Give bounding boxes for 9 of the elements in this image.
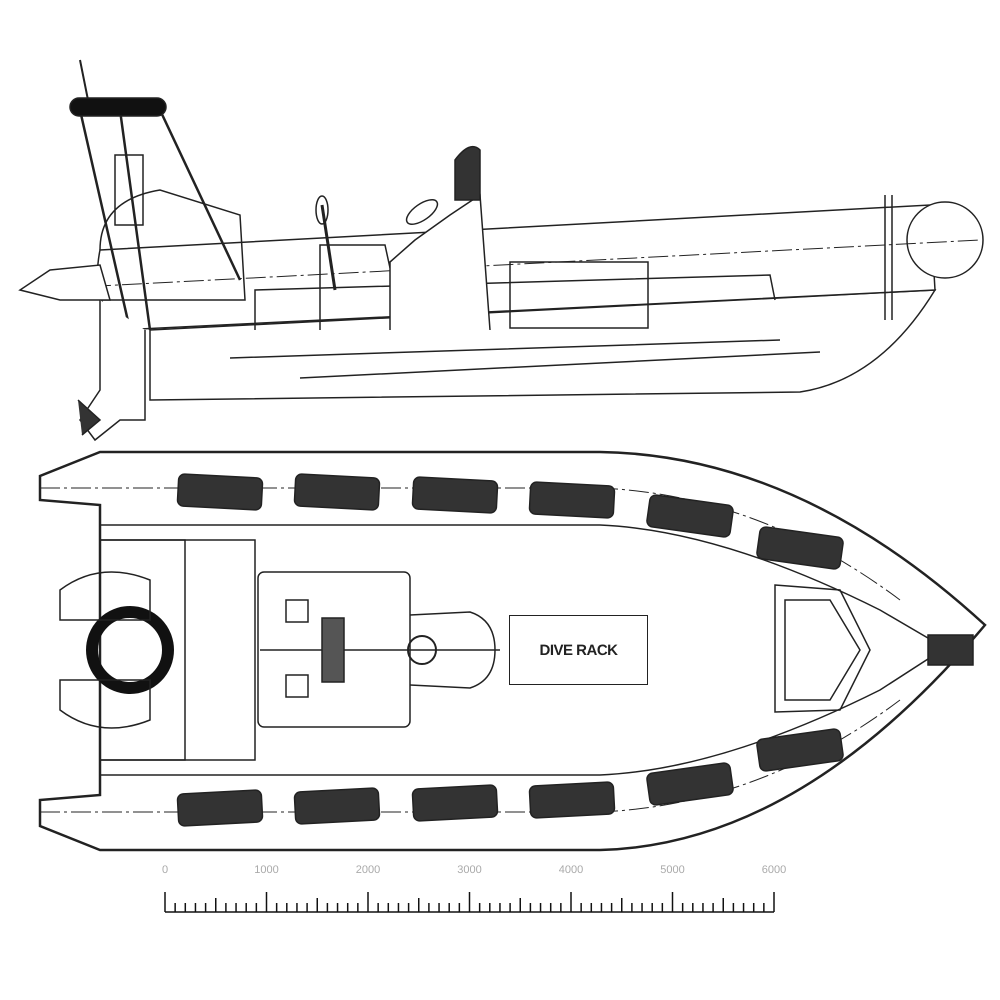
box-label: DIVE RACK <box>539 642 618 658</box>
scale-number: 0 <box>162 864 168 876</box>
scale-number: 6000 <box>762 864 786 876</box>
label-box <box>509 615 648 685</box>
scale-number: 1000 <box>254 864 279 876</box>
scale-number: 4000 <box>558 864 584 876</box>
scale-number: 5000 <box>660 864 685 876</box>
scale-number: 2000 <box>356 864 380 876</box>
scale-number: 3000 <box>457 864 482 876</box>
